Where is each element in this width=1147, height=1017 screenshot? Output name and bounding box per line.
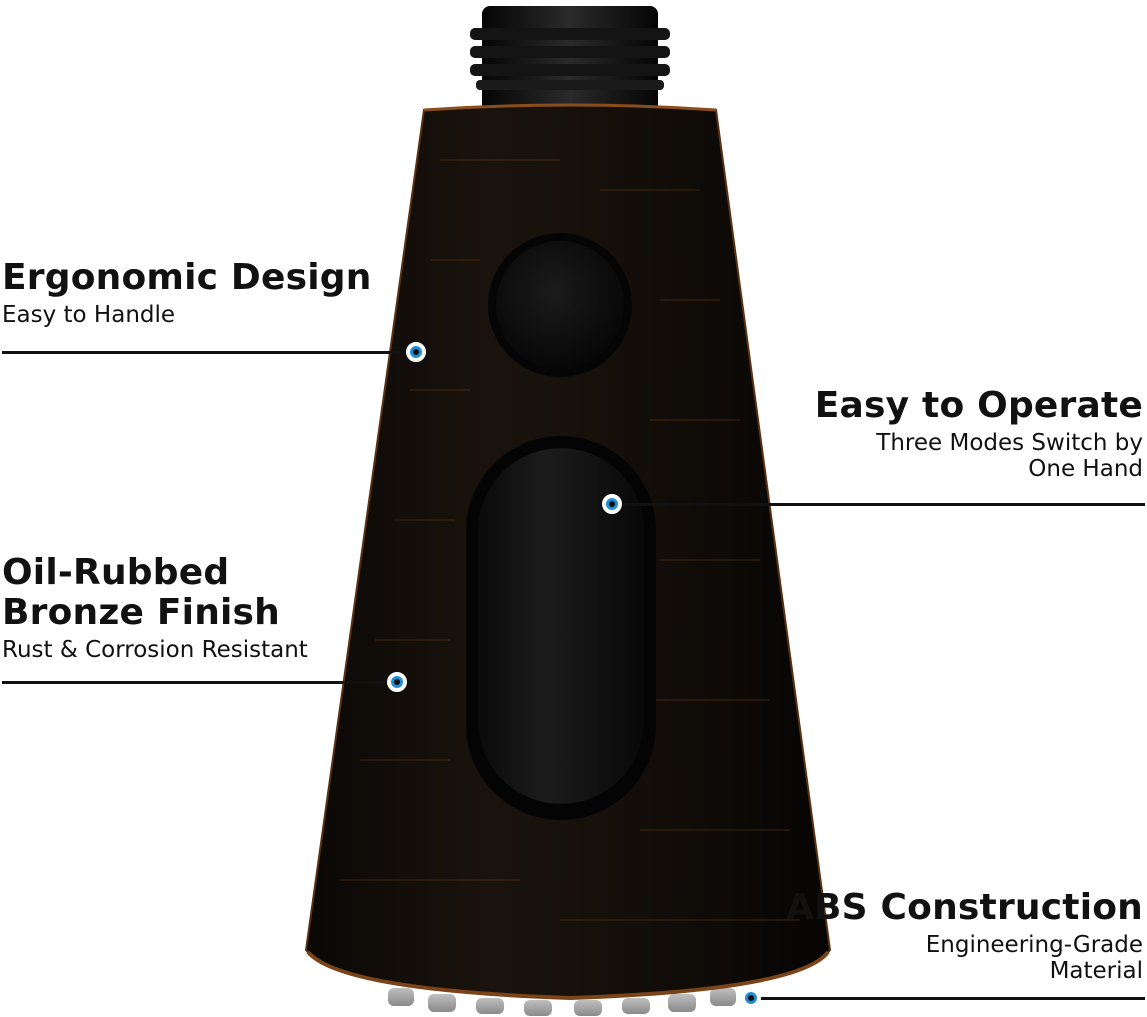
callout-title: Easy to Operate bbox=[814, 385, 1143, 426]
callout-leader-line bbox=[620, 503, 1145, 506]
callout-marker-icon bbox=[387, 672, 407, 692]
threaded-connector bbox=[470, 6, 670, 114]
spray-nozzles bbox=[388, 988, 736, 1016]
callout-title: ABS Construction bbox=[785, 887, 1143, 928]
callout-subtitle-line-2: Material bbox=[1049, 958, 1143, 984]
callout-ergonomic-design: Ergonomic Design Easy to Handle bbox=[2, 257, 372, 329]
round-button bbox=[488, 233, 632, 377]
callout-abs-construction: ABS Construction Engineering-Grade Mater… bbox=[785, 887, 1143, 985]
callout-marker-icon bbox=[741, 988, 761, 1008]
callout-subtitle: Rust & Corrosion Resistant bbox=[2, 637, 308, 663]
callout-subtitle-line-1: Three Modes Switch by bbox=[876, 430, 1143, 456]
callout-subtitle-line-2: One Hand bbox=[1028, 456, 1143, 482]
callout-easy-to-operate: Easy to Operate Three Modes Switch by On… bbox=[814, 385, 1143, 483]
callout-marker-icon bbox=[406, 342, 426, 362]
callout-marker-icon bbox=[602, 494, 622, 514]
callout-title-line-2: Bronze Finish bbox=[2, 592, 281, 633]
callout-leader-line bbox=[2, 681, 392, 684]
callout-title-line-1: Oil-Rubbed bbox=[2, 552, 230, 593]
callout-title: Ergonomic Design bbox=[2, 257, 372, 298]
mode-switch-paddle bbox=[466, 436, 656, 820]
callout-bronze-finish: Oil-Rubbed Bronze Finish Rust & Corrosio… bbox=[2, 552, 308, 664]
callout-subtitle: Easy to Handle bbox=[2, 302, 176, 328]
callout-leader-line bbox=[760, 997, 1145, 1000]
callout-leader-line bbox=[2, 351, 412, 354]
callout-subtitle-line-1: Engineering-Grade bbox=[925, 932, 1143, 958]
